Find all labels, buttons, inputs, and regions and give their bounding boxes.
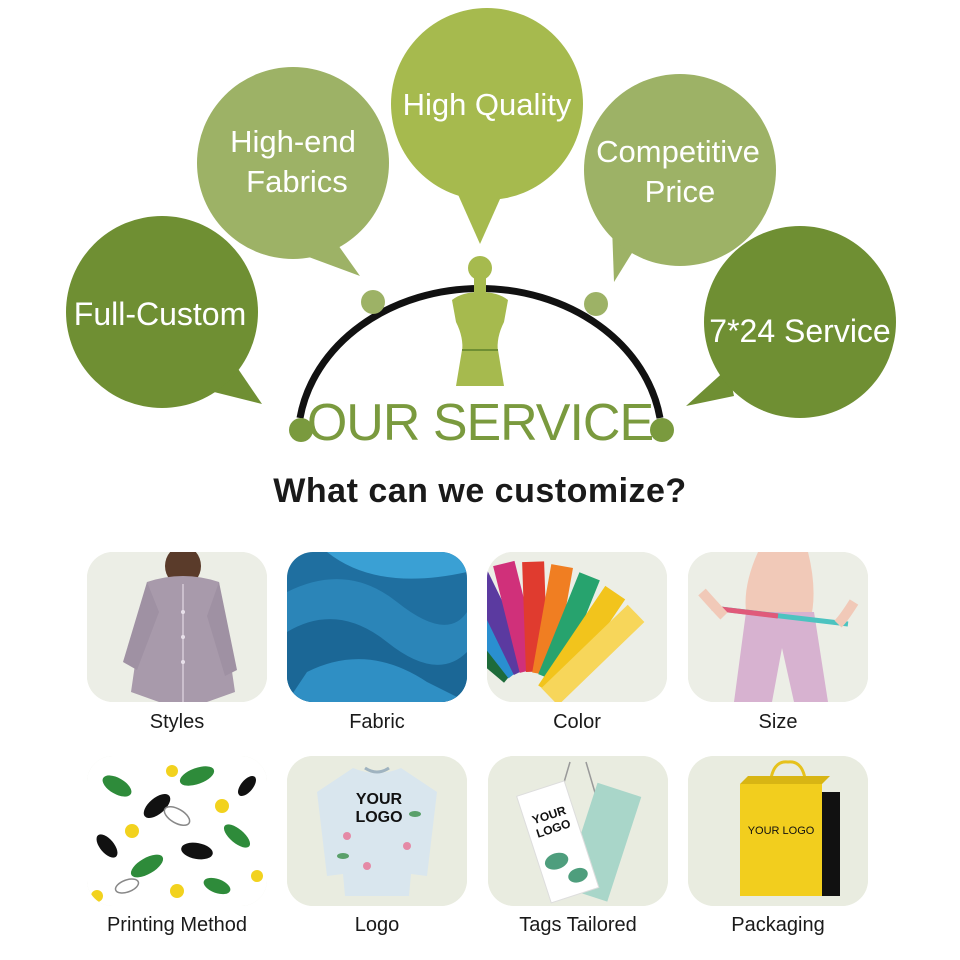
label-logo: Logo [354, 914, 400, 936]
mannequin-icon [452, 276, 508, 386]
color-card [487, 552, 667, 702]
arc-dot-left [289, 418, 313, 442]
arc-dot-top [468, 256, 492, 280]
svg-text:LOGO: LOGO [355, 809, 402, 826]
svg-text:YOUR LOGO: YOUR LOGO [748, 825, 815, 837]
blue-fabric-image [287, 552, 467, 702]
bubble-7-24-service: 7*24 Service [686, 226, 896, 418]
label-styles: Styles [149, 711, 205, 733]
svg-text:7*24 Service: 7*24 Service [709, 313, 890, 349]
arc-dot-right [650, 418, 674, 442]
svg-text:Competitive: Competitive [596, 134, 760, 169]
service-diagram: OUR SERVICE Full-Custom High-end Fabrics… [66, 8, 896, 452]
shopping-bag-image: YOUR LOGO [688, 756, 868, 906]
size-card [688, 552, 868, 702]
svg-text:Price: Price [645, 174, 716, 209]
logo-card: YOUR LOGO [287, 756, 467, 906]
fabric-card [287, 552, 467, 702]
customize-heading: What can we customize? [273, 472, 687, 510]
bubble-high-end-fabrics: High-end Fabrics [197, 67, 389, 276]
bubble-high-quality: High Quality [391, 8, 583, 244]
svg-text:High Quality: High Quality [403, 87, 572, 122]
svg-text:Fabrics: Fabrics [246, 164, 348, 199]
leaf-print-image [87, 756, 267, 906]
bubble-full-custom: Full-Custom [66, 216, 262, 408]
label-size: Size [758, 711, 798, 733]
pajamas-model-image [87, 552, 267, 702]
label-packaging: Packaging [731, 914, 825, 936]
color-swatch-fan-image [487, 552, 667, 702]
measuring-tape-image [688, 552, 868, 702]
label-printing-method: Printing Method [106, 914, 248, 936]
logo-shirt-image: YOUR LOGO [287, 756, 467, 906]
tags-card: YOUR LOGO [488, 756, 668, 906]
arc-dot-upper-left [361, 290, 385, 314]
svg-text:Full-Custom: Full-Custom [74, 296, 246, 332]
label-tags-tailored: Tags Tailored [519, 914, 637, 936]
hang-tags-image: YOUR LOGO [488, 756, 668, 906]
arc-dot-upper-right [584, 292, 608, 316]
bubble-competitive-price: Competitive Price [584, 74, 776, 282]
service-title: OUR SERVICE [307, 394, 653, 452]
label-color: Color [553, 711, 601, 733]
svg-text:YOUR: YOUR [356, 791, 403, 808]
packaging-card: YOUR LOGO [688, 756, 868, 906]
printing-card [87, 756, 267, 906]
label-fabric: Fabric [349, 711, 405, 733]
styles-card [87, 552, 267, 702]
svg-text:High-end: High-end [230, 124, 356, 159]
